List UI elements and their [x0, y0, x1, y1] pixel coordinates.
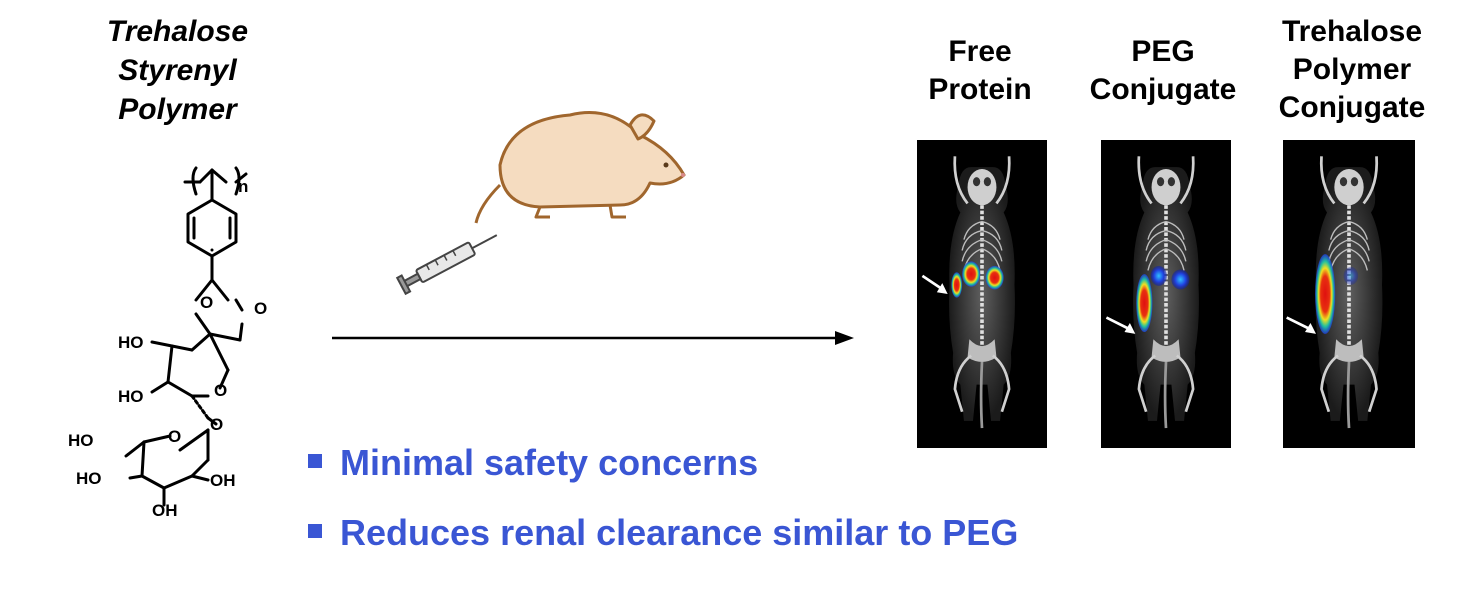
arrow-indicator: [1105, 316, 1136, 334]
column-title-peg-conjugate: PEG Conjugate: [1078, 33, 1248, 109]
atom-o-link: O: [210, 415, 223, 434]
bullet-square-icon: [308, 524, 322, 539]
arrow-indicator: [1286, 316, 1316, 334]
atom-o-ring2: O: [254, 299, 267, 318]
column-title-trehalose-polymer-conjugate: Trehalose Polymer Conjugate: [1262, 13, 1442, 127]
repeat-subscript-n: n: [238, 177, 248, 196]
atom-o-ring1: O: [200, 293, 213, 312]
mouse-icon: [474, 111, 686, 224]
arrow-indicator: [921, 274, 948, 294]
column-2-line-2: Conjugate: [1089, 73, 1237, 106]
bullet-text-2: Reduces renal clearance similar to PEG: [340, 512, 1019, 553]
column-1-line-2: Protein: [928, 73, 1032, 106]
injection-site-signal: [1136, 274, 1153, 333]
scan-trehalose-polymer-conjugate: [1283, 140, 1415, 448]
column-3-line-3: Conjugate: [1278, 91, 1426, 124]
kidney-signal: [1343, 266, 1359, 285]
atom-ho-4: HO: [76, 469, 102, 488]
scan-free-protein: [917, 140, 1047, 448]
kidney-signal-left: [962, 261, 981, 287]
polymer-title-line-3: Polymer: [118, 93, 237, 126]
column-3-line-1: Trehalose: [1281, 15, 1423, 48]
polymer-title-line-2: Styrenyl: [118, 54, 237, 87]
kidney-signal-right: [985, 265, 1004, 290]
scan-peg-conjugate: [1101, 140, 1231, 448]
column-3-line-2: Polymer: [1292, 53, 1412, 86]
polymer-title-line-1: Trehalose: [106, 15, 249, 48]
atom-o-ring3: O: [214, 381, 227, 400]
atom-oh-1: OH: [210, 471, 236, 490]
bullet-renal-clearance: Reduces renal clearance similar to PEG: [308, 512, 1018, 554]
column-2-line-1: PEG: [1131, 35, 1195, 68]
arrow-right-icon: [332, 331, 854, 345]
injection-site-signal: [951, 272, 963, 298]
atom-ho-3: HO: [68, 431, 94, 450]
atom-oh-2: OH: [152, 501, 178, 520]
atom-ho-1: HO: [118, 333, 144, 352]
atom-o-ring4: O: [168, 427, 181, 446]
column-title-free-protein: Free Protein: [900, 33, 1060, 109]
bullet-square-icon: [308, 454, 322, 469]
syringe-icon: [395, 234, 498, 296]
polymer-title: Trehalose Styrenyl Polymer: [70, 12, 285, 129]
column-1-line-1: Free: [948, 35, 1012, 68]
trehalose-polymer-structure: n O O O O O HO HO HO HO OH OH: [68, 166, 267, 520]
bullet-text-1: Minimal safety concerns: [340, 442, 759, 483]
bullet-minimal-safety: Minimal safety concerns: [308, 442, 758, 484]
kidney-signal-left: [1150, 265, 1167, 286]
kidney-signal-right: [1171, 269, 1190, 290]
atom-ho-2: HO: [118, 387, 144, 406]
injection-site-signal: [1315, 254, 1336, 334]
